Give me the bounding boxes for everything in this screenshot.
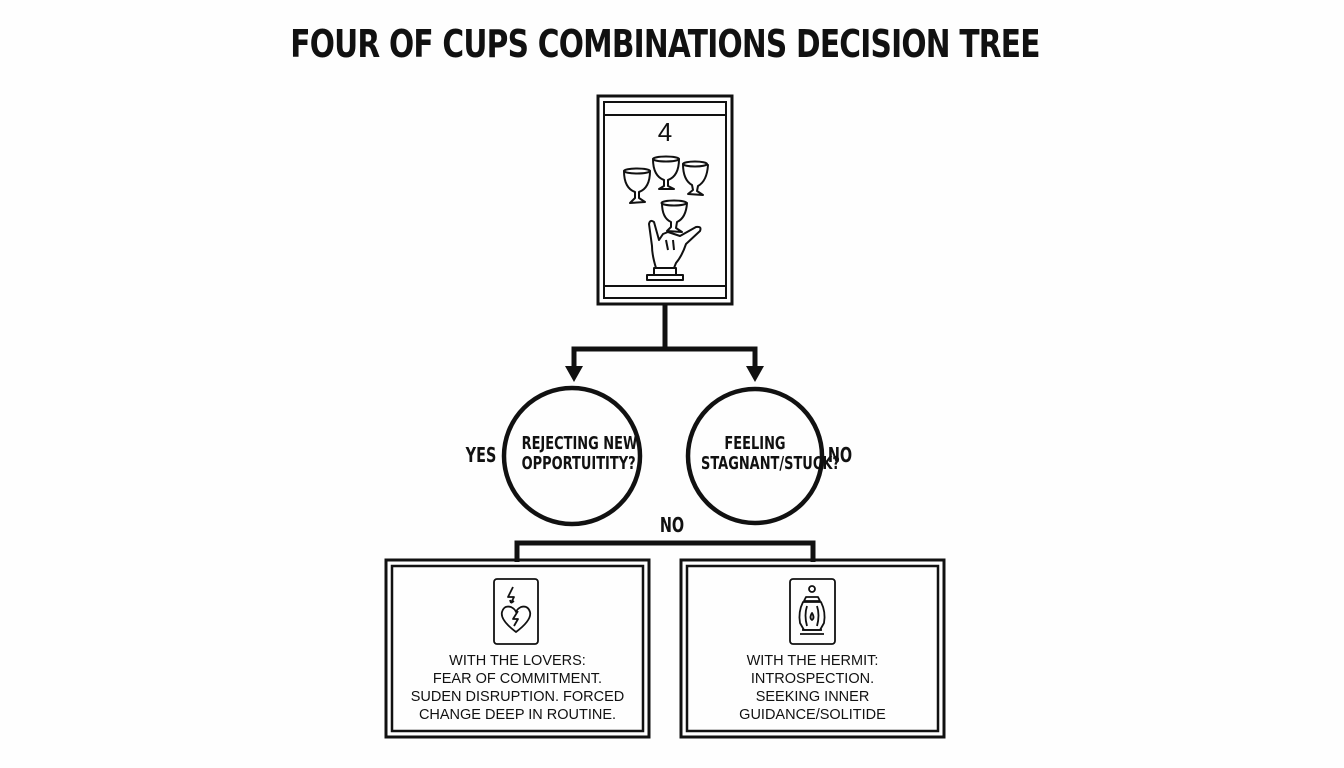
no-label-branch: NO <box>659 513 685 537</box>
outcome-hermit-text: WITH THE HERMIT: INTROSPECTION. SEEKING … <box>687 652 938 724</box>
decision-right-line1: FEELING <box>724 433 786 454</box>
outcome-hermit-line: SEEKING INNER <box>755 689 870 705</box>
no-label-right: NO <box>827 443 853 467</box>
four-cups-hand-icon <box>623 155 709 281</box>
outcome-lovers-line: SUDEN DISRUPTION. FORCED <box>410 689 625 705</box>
decision-right-text: FEELING STAGNANT/STUCK? <box>701 433 840 474</box>
card-number: 4 <box>658 117 672 147</box>
arrowheads <box>565 366 764 382</box>
root-connectors <box>571 304 758 368</box>
outcome-hermit-line: GUIDANCE/SOLITIDE <box>739 707 886 723</box>
lantern-card-icon <box>789 578 836 645</box>
outcome-box-frames <box>384 558 946 739</box>
outcome-hermit-line: INTROSPECTION. <box>750 671 875 687</box>
yes-label: YES <box>465 443 497 467</box>
heart-lightning-card-icon <box>493 578 539 645</box>
outcome-lovers-line: FEAR OF COMMITMENT. <box>432 671 603 687</box>
outcome-lovers-heading: WITH THE LOVERS: <box>449 653 586 669</box>
decision-right-line2: STAGNANT/STUCK? <box>701 453 840 474</box>
decision-circle-left <box>501 385 643 527</box>
outcome-hermit-heading: WITH THE HERMIT: <box>746 653 879 669</box>
decision-circle-right <box>685 386 825 526</box>
decision-left-text: REJECTING NEW OPPORTUITITY? <box>521 433 638 474</box>
outcome-connector <box>514 540 816 562</box>
page-title: FOUR OF CUPS COMBINATIONS DECISION TREE <box>290 22 1040 66</box>
outcome-lovers-line: CHANGE DEEP IN ROUTINE. <box>418 707 617 723</box>
decision-left-line2: OPPORTUITITY? <box>521 453 636 474</box>
decision-left-line1: REJECTING NEW <box>521 433 638 454</box>
outcome-lovers-text: WITH THE LOVERS: FEAR OF COMMITMENT. SUD… <box>392 652 643 724</box>
